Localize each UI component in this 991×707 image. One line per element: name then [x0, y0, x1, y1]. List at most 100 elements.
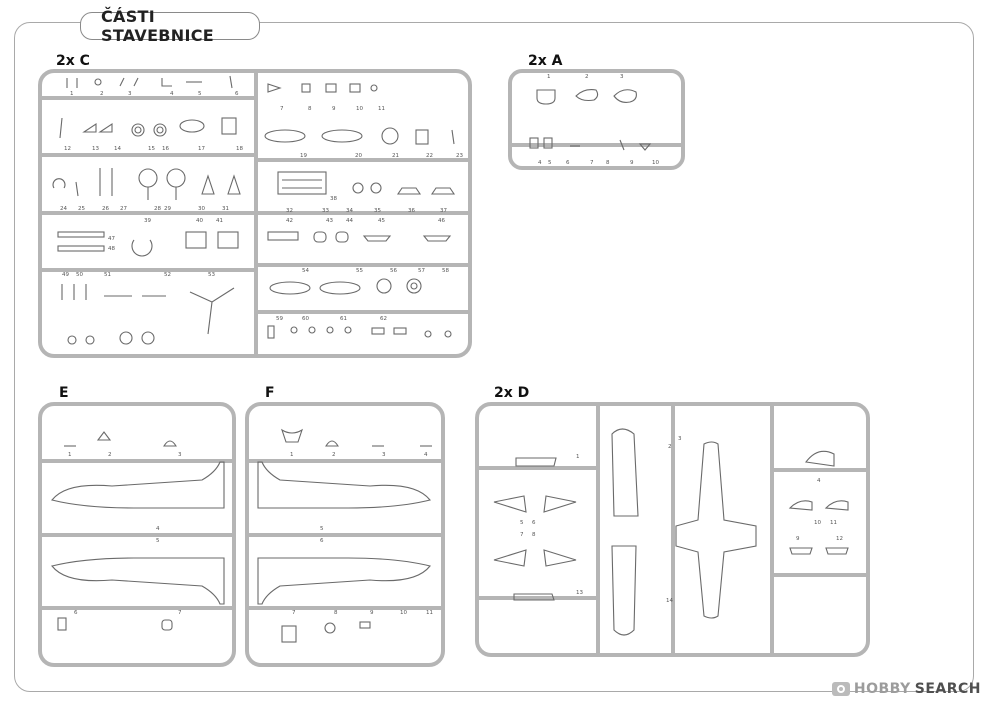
part-number-a-8: 8: [606, 160, 610, 166]
part-number-d-1: 1: [576, 454, 580, 460]
part-number-c-25: 25: [78, 206, 85, 212]
part-number-f-3: 3: [382, 452, 386, 458]
part-number-c-41: 41: [216, 218, 223, 224]
part-number-c-34: 34: [346, 208, 353, 214]
part-number-d-6: 6: [532, 520, 536, 526]
part-number-c-7: 7: [280, 106, 284, 112]
part-number-c-22: 22: [426, 153, 433, 159]
part-number-f-4: 4: [424, 452, 428, 458]
part-number-c-43: 43: [326, 218, 333, 224]
sprue-d-wing-center: [675, 441, 757, 619]
part-number-c-1: 1: [70, 91, 74, 97]
part-number-d-14: 14: [666, 598, 673, 604]
part-number-c-4: 4: [170, 91, 174, 97]
part-number-a-5: 5: [548, 160, 552, 166]
part-number-c-61: 61: [340, 316, 347, 322]
part-number-c-15: 15: [148, 146, 155, 152]
part-number-f-11: 11: [426, 610, 433, 616]
part-number-a-10: 10: [652, 160, 659, 166]
part-number-e-4: 4: [156, 526, 160, 532]
part-number-f-6: 6: [320, 538, 324, 544]
part-number-a-6: 6: [566, 160, 570, 166]
part-number-c-48: 48: [108, 246, 115, 252]
sprue-e-fuselage-left: [51, 461, 225, 509]
part-number-d-2: 2: [668, 444, 672, 450]
part-number-c-54: 54: [302, 268, 309, 274]
part-number-e-5: 5: [156, 538, 160, 544]
part-number-c-24: 24: [60, 206, 67, 212]
part-number-f-8: 8: [334, 610, 338, 616]
part-number-c-60: 60: [302, 316, 309, 322]
part-number-d-13: 13: [576, 590, 583, 596]
sprue-e-label: E: [59, 385, 69, 401]
part-number-f-7: 7: [292, 610, 296, 616]
part-number-c-46: 46: [438, 218, 445, 224]
part-number-c-42: 42: [286, 218, 293, 224]
sprue-d-label: 2x D: [494, 385, 530, 401]
sprue-d-wing-upper: [611, 428, 639, 517]
sprue-f-fuselage-right: [257, 557, 431, 605]
part-number-c-19: 19: [300, 153, 307, 159]
part-number-c-40: 40: [196, 218, 203, 224]
part-number-c-18: 18: [236, 146, 243, 152]
part-number-e-1: 1: [68, 452, 72, 458]
part-number-d-7: 7: [520, 532, 524, 538]
part-number-c-27: 27: [120, 206, 127, 212]
part-number-e-6: 6: [74, 610, 78, 616]
part-number-a-2: 2: [585, 74, 589, 80]
part-number-f-10: 10: [400, 610, 407, 616]
part-number-c-12: 12: [64, 146, 71, 152]
watermark-hobby-text: HOBBY: [853, 681, 911, 697]
part-number-c-47: 47: [108, 236, 115, 242]
part-number-d-8: 8: [532, 532, 536, 538]
part-number-c-57: 57: [418, 268, 425, 274]
part-number-c-53: 53: [208, 272, 215, 278]
sprue-c-label: 2x C: [56, 53, 90, 69]
part-number-e-3: 3: [178, 452, 182, 458]
part-number-c-20: 20: [355, 153, 362, 159]
part-number-c-50: 50: [76, 272, 83, 278]
part-number-c-39: 39: [144, 218, 151, 224]
part-number-c-9: 9: [332, 106, 336, 112]
part-number-c-55: 55: [356, 268, 363, 274]
sprue-f-label: F: [265, 385, 275, 401]
part-number-c-58: 58: [442, 268, 449, 274]
part-number-e-7: 7: [178, 610, 182, 616]
part-number-c-29: 29: [164, 206, 171, 212]
part-number-c-13: 13: [92, 146, 99, 152]
part-number-a-9: 9: [630, 160, 634, 166]
part-number-d-4: 4: [817, 478, 821, 484]
part-number-d-10: 10: [814, 520, 821, 526]
part-number-c-3: 3: [128, 91, 132, 97]
part-number-c-62: 62: [380, 316, 387, 322]
part-number-c-6: 6: [235, 91, 239, 97]
part-number-a-7: 7: [590, 160, 594, 166]
part-number-d-9: 9: [796, 536, 800, 542]
part-number-a-3: 3: [620, 74, 624, 80]
part-number-c-44: 44: [346, 218, 353, 224]
part-number-c-5: 5: [198, 91, 202, 97]
part-number-c-11: 11: [378, 106, 385, 112]
sprue-d-wing-lower: [611, 545, 637, 636]
part-number-c-31: 31: [222, 206, 229, 212]
part-number-c-2: 2: [100, 91, 104, 97]
part-number-c-17: 17: [198, 146, 205, 152]
part-number-f-1: 1: [290, 452, 294, 458]
part-number-c-21: 21: [392, 153, 399, 159]
part-number-a-4: 4: [538, 160, 542, 166]
sprue-a-frame: [508, 69, 685, 170]
part-number-c-49: 49: [62, 272, 69, 278]
part-number-e-2: 2: [108, 452, 112, 458]
part-number-f-2: 2: [332, 452, 336, 458]
hobbysearch-watermark: HOBBY SEARCH: [831, 681, 981, 697]
part-number-c-37: 37: [440, 208, 447, 214]
watermark-search-text: SEARCH: [914, 681, 981, 697]
part-number-c-59: 59: [276, 316, 283, 322]
sprue-f-fuselage-left: [257, 461, 431, 509]
part-number-c-14: 14: [114, 146, 121, 152]
part-number-c-52: 52: [164, 272, 171, 278]
part-number-c-36: 36: [408, 208, 415, 214]
part-number-c-32: 32: [286, 208, 293, 214]
part-number-f-9: 9: [370, 610, 374, 616]
